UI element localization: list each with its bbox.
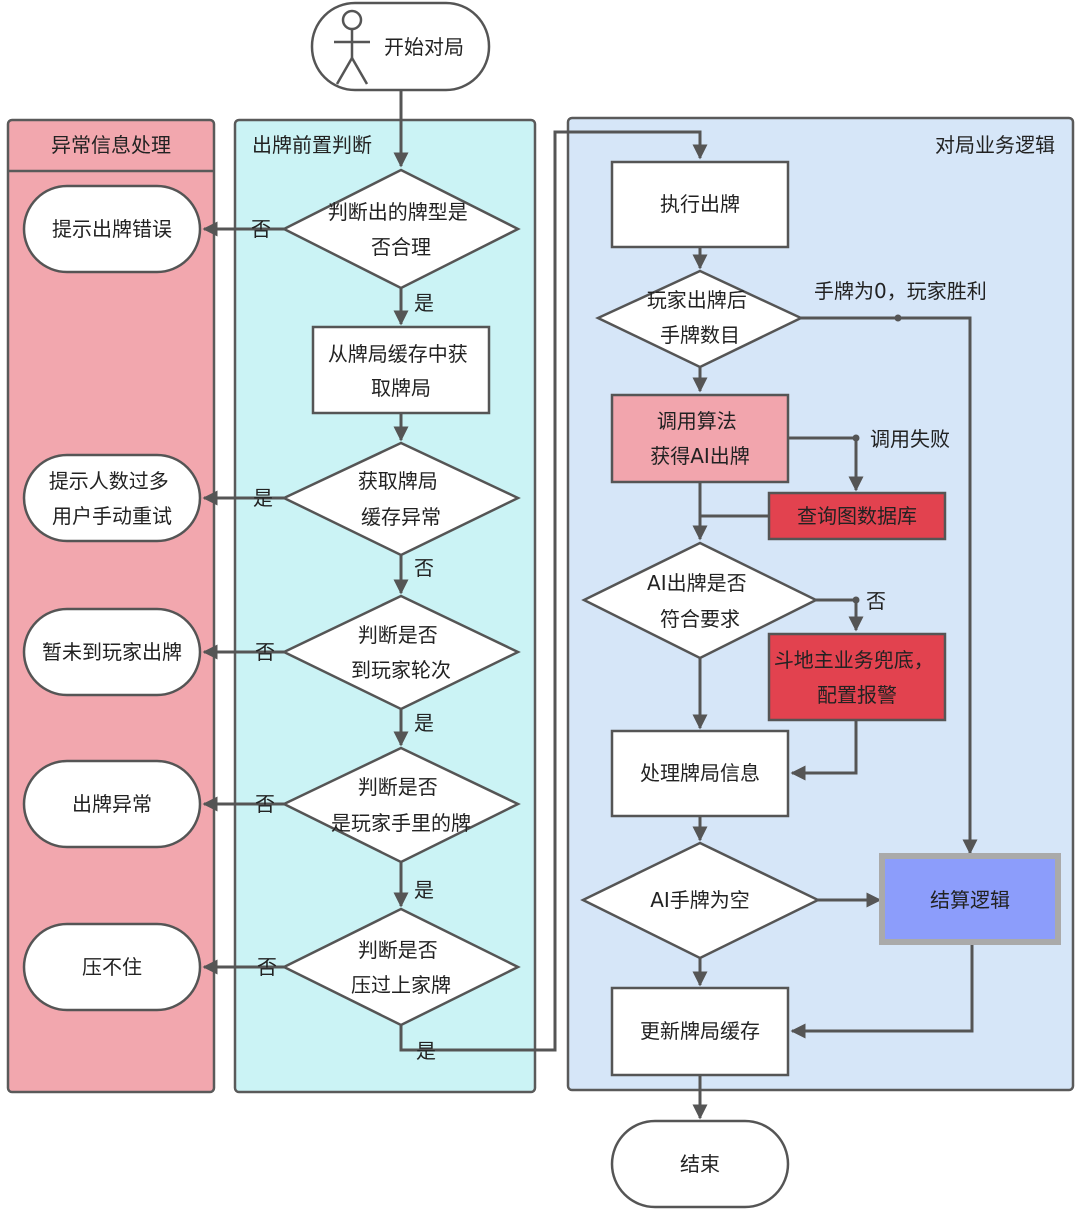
check-hand-text: 判断是否 是玩家手里的牌 bbox=[331, 775, 471, 835]
label-type-no: 否 bbox=[251, 217, 271, 241]
settlement-logic-process bbox=[879, 853, 1061, 945]
play-card-text: 执行出牌 bbox=[660, 192, 740, 216]
fallback-alarm-text: 斗地主业务兜底， 配置报警 bbox=[774, 648, 940, 707]
process-game-info-text: 处理牌局信息 bbox=[640, 761, 760, 785]
update-cache-text: 更新牌局缓存 bbox=[640, 1019, 760, 1043]
label-turn-yes: 是 bbox=[414, 711, 434, 735]
cache-error-line-1: 获取牌局 bbox=[358, 469, 438, 493]
get-cache-line-2: 取牌局 bbox=[371, 376, 431, 400]
connectors bbox=[202, 90, 978, 1120]
call-algorithm-text: 调用算法 获得AI出牌 bbox=[650, 409, 750, 468]
lane-error-background bbox=[6, 118, 216, 1094]
check-card-type-line-2: 否合理 bbox=[371, 235, 431, 259]
query-graph-db-process bbox=[767, 491, 947, 541]
err-cannot-beat-text: 压不住 bbox=[82, 955, 142, 979]
check-turn-line-1: 判断是否 bbox=[358, 623, 438, 647]
end-node-text: 结束 bbox=[680, 1152, 720, 1176]
check-card-type-text: 判断出的牌型是 否合理 bbox=[328, 200, 474, 259]
query-graph-db-text: 查询图数据库 bbox=[797, 504, 917, 528]
label-type-yes: 是 bbox=[414, 291, 434, 315]
edge-fallback-to-process bbox=[790, 720, 858, 781]
cache-error-line-2: 缓存异常 bbox=[361, 505, 441, 529]
err-too-many-line-2: 用户手动重试 bbox=[52, 504, 172, 528]
hand-count-decision bbox=[595, 269, 804, 369]
process-game-info bbox=[610, 729, 790, 818]
lane-error-title: 异常信息处理 bbox=[51, 133, 171, 157]
err-play-error-node bbox=[22, 759, 202, 849]
call-algorithm-line-2: 获得AI出牌 bbox=[650, 444, 750, 468]
start-node: 开始对局 bbox=[310, 1, 491, 92]
check-hand-decision bbox=[281, 746, 521, 864]
hand-count-line-2: 手牌数目 bbox=[660, 323, 740, 347]
edge-labels: 否 是 是 否 否 是 否 是 否 是 手牌为0，玩家胜利 调用失败 否 bbox=[251, 217, 987, 1063]
check-card-type-line-1: 判断出的牌型是 bbox=[328, 200, 468, 224]
start-node-shape bbox=[310, 1, 491, 92]
edge-beat-yes bbox=[399, 130, 708, 1052]
junction-dot bbox=[852, 596, 860, 604]
ai-hand-empty-text: AI手牌为空 bbox=[650, 888, 750, 912]
check-hand-line-1: 判断是否 bbox=[358, 775, 438, 799]
call-algorithm-line-1: 调用算法 bbox=[657, 409, 737, 433]
junction-dot bbox=[894, 314, 902, 322]
err-play-error-text: 出牌异常 bbox=[72, 792, 152, 816]
label-beat-no: 否 bbox=[257, 955, 277, 979]
settlement-logic-text: 结算逻辑 bbox=[930, 888, 1010, 912]
lane-logic-title: 对局业务逻辑 bbox=[935, 133, 1055, 157]
label-beat-yes: 是 bbox=[416, 1039, 436, 1063]
check-beat-line-2: 压过上家牌 bbox=[351, 973, 451, 997]
start-node-label: 开始对局 bbox=[384, 35, 464, 59]
label-ai-no: 否 bbox=[866, 589, 886, 613]
ai-ok-decision bbox=[581, 541, 819, 660]
get-cache-line-1: 从牌局缓存中获 bbox=[328, 342, 468, 366]
label-call-fail: 调用失败 bbox=[870, 427, 950, 451]
fallback-alarm-process bbox=[767, 632, 947, 722]
check-card-type-decision bbox=[281, 168, 521, 290]
fallback-alarm-line-1: 斗地主业务兜底， bbox=[774, 648, 934, 672]
edge-settle-to-update bbox=[790, 943, 974, 1039]
cache-error-decision bbox=[281, 441, 521, 557]
get-cache-process bbox=[311, 325, 491, 415]
label-hand-zero-win: 手牌为0，玩家胜利 bbox=[814, 279, 987, 303]
label-cache-no: 否 bbox=[414, 556, 434, 580]
check-turn-text: 判断是否 到玩家轮次 bbox=[351, 623, 451, 682]
err-not-turn-text: 暂未到玩家出牌 bbox=[42, 640, 182, 664]
label-turn-no: 否 bbox=[255, 640, 275, 664]
check-turn-line-2: 到玩家轮次 bbox=[351, 658, 451, 682]
ai-ok-text: AI出牌是否 符合要求 bbox=[647, 571, 753, 631]
err-not-turn-node bbox=[22, 607, 202, 697]
err-too-many-text: 提示人数过多 用户手动重试 bbox=[49, 469, 175, 528]
end-node bbox=[610, 1119, 790, 1209]
label-cache-yes: 是 bbox=[253, 486, 273, 510]
err-wrong-card-node bbox=[22, 184, 202, 274]
fallback-alarm-line-2: 配置报警 bbox=[817, 683, 897, 707]
update-cache-process bbox=[610, 986, 790, 1077]
call-algorithm-process bbox=[610, 393, 790, 484]
check-beat-line-1: 判断是否 bbox=[358, 938, 438, 962]
check-beat-text: 判断是否 压过上家牌 bbox=[351, 938, 451, 997]
edge-hand-zero bbox=[801, 316, 978, 855]
hand-count-line-1: 玩家出牌后 bbox=[647, 288, 747, 312]
ai-ok-line-1: AI出牌是否 bbox=[647, 571, 747, 595]
err-cannot-beat-node bbox=[22, 922, 202, 1012]
lane-error-handling: 异常信息处理 bbox=[6, 118, 216, 1094]
ai-hand-empty-decision bbox=[580, 841, 821, 960]
check-turn-decision bbox=[281, 594, 521, 711]
check-hand-line-2: 是玩家手里的牌 bbox=[331, 811, 471, 835]
check-beat-decision bbox=[281, 907, 521, 1027]
lane-pre-check-title: 出牌前置判断 bbox=[252, 133, 372, 157]
play-card-process bbox=[610, 160, 790, 249]
hand-count-text: 玩家出牌后 手牌数目 bbox=[647, 288, 753, 347]
ai-ok-line-2: 符合要求 bbox=[660, 607, 740, 631]
err-too-many-node bbox=[22, 453, 202, 543]
err-wrong-card-text: 提示出牌错误 bbox=[52, 217, 172, 241]
err-too-many-line-1: 提示人数过多 bbox=[49, 469, 169, 493]
label-hand-yes: 是 bbox=[414, 878, 434, 902]
junction-dot bbox=[852, 434, 860, 442]
cache-error-text: 获取牌局 缓存异常 bbox=[358, 469, 444, 529]
get-cache-text: 从牌局缓存中获 取牌局 bbox=[328, 342, 474, 400]
actor-icon bbox=[334, 9, 370, 85]
label-hand-no: 否 bbox=[255, 792, 275, 816]
